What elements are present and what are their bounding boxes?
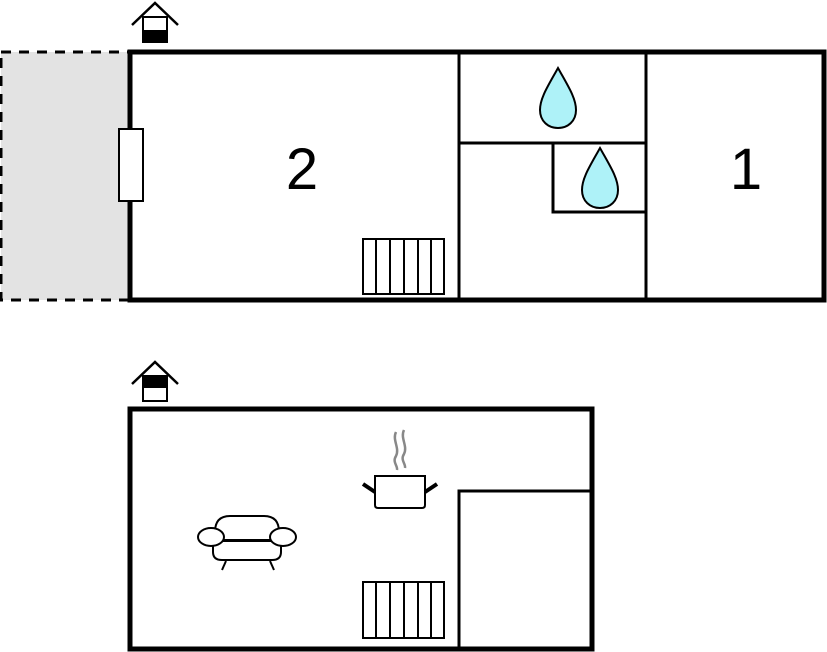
room-label-1: 1 <box>730 137 762 202</box>
sofa-icon <box>197 515 297 571</box>
upper-outer-wall <box>127 49 827 303</box>
water-drop-icon <box>538 65 578 130</box>
lower-interior-wall <box>457 489 592 649</box>
upper-floor: 2 1 <box>0 1 827 303</box>
upper-interior-walls <box>457 52 648 300</box>
water-drop-icon <box>580 145 620 210</box>
floor-upper-icon <box>131 1 179 43</box>
window <box>118 128 144 202</box>
lower-floor <box>127 360 595 652</box>
radiator-icon <box>362 238 445 295</box>
room-label-2: 2 <box>286 137 318 202</box>
radiator-icon <box>362 581 445 639</box>
balcony-area <box>0 50 132 302</box>
lower-outer-wall <box>127 406 595 652</box>
floor-lower-icon <box>131 360 179 402</box>
cooking-pot-icon <box>361 429 439 509</box>
